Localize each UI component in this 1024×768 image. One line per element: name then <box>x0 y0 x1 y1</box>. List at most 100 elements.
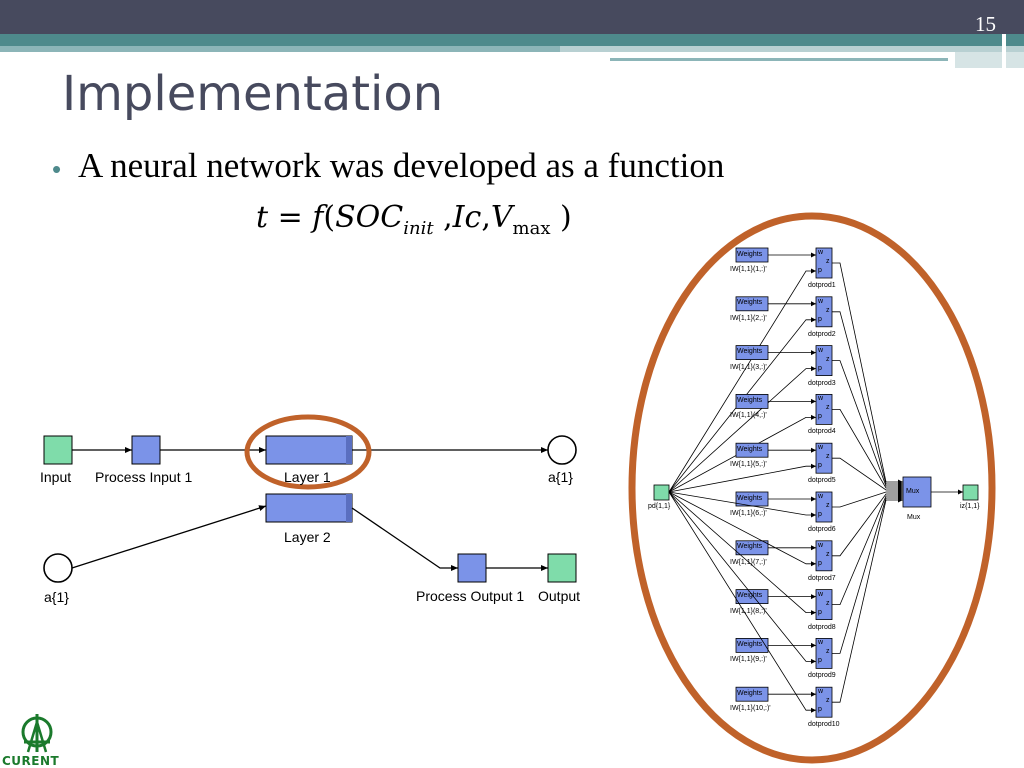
port-w: w <box>818 444 824 452</box>
input-connector <box>668 491 816 567</box>
iw-label: IW{1,1}(4,:)' <box>730 412 767 420</box>
port-w: w <box>818 590 824 598</box>
weights-block-text: Weights <box>737 640 763 648</box>
output-a1-label: a{1} <box>548 469 573 485</box>
iw-label: IW{1,1}(2,:)' <box>730 314 767 322</box>
mux-connector <box>832 457 903 493</box>
input-connector <box>668 463 816 493</box>
mux-block <box>902 476 932 508</box>
dotprod-label: dotprod3 <box>808 379 836 387</box>
input-connector <box>668 414 816 493</box>
network-highlight-ring <box>628 212 996 764</box>
port-z: z <box>826 599 830 607</box>
port-p: p <box>818 706 822 714</box>
input-connector <box>668 491 816 664</box>
port-z: z <box>826 697 830 705</box>
port-w: w <box>818 639 824 647</box>
mux-connector <box>832 311 903 487</box>
dotprod-label: dotprod6 <box>808 526 836 533</box>
process-output-block <box>457 553 487 583</box>
dotprod-label: dotprod5 <box>808 477 836 485</box>
eq-lhs: t <box>256 200 269 235</box>
port-p: p <box>818 413 822 421</box>
dotprod-label: dotprod2 <box>808 330 836 338</box>
port-w: w <box>818 346 824 354</box>
iw-label: IW{1,1}(9,:)' <box>730 656 767 664</box>
port-z: z <box>826 404 830 412</box>
weights-block-text: Weights <box>737 250 763 258</box>
input-port-block <box>43 435 73 465</box>
dotprod-label: dotprod10 <box>808 721 840 729</box>
header-decoration-line <box>610 58 948 61</box>
port-p: p <box>818 315 822 323</box>
mux-connector <box>832 495 903 654</box>
port-z: z <box>826 355 830 363</box>
eq-arg3-sub: max <box>512 218 551 239</box>
mux-connector <box>832 489 903 508</box>
process-input-block <box>131 435 161 465</box>
input-a1-label: a{1} <box>44 589 69 605</box>
dotprod-label: dotprod4 <box>808 428 836 436</box>
port-p: p <box>818 657 822 665</box>
eq-arg3: V <box>490 200 513 235</box>
header-decoration-block <box>955 52 1024 68</box>
port-z: z <box>826 258 830 265</box>
mux-connector <box>832 493 903 605</box>
port-w: w <box>818 493 824 500</box>
input-connector <box>668 268 816 493</box>
port-p: p <box>818 462 822 470</box>
output-port-block <box>547 553 577 583</box>
port-p: p <box>818 559 822 567</box>
iz-output-block <box>962 484 979 501</box>
mux-connector <box>832 491 903 557</box>
layer2-label: Layer 2 <box>284 529 331 545</box>
port-z: z <box>826 648 830 656</box>
port-z: z <box>826 453 830 461</box>
curent-logo <box>21 714 53 753</box>
iw-label: IW{1,1}(6,:)' <box>730 510 767 517</box>
equation: t = f(SOCinit ,Ic,Vmax ) <box>256 200 572 239</box>
from-a1-block <box>43 553 73 583</box>
bullet-text: A neural network was developed as a func… <box>78 146 725 185</box>
input-connector <box>668 491 816 518</box>
header-decoration-divider <box>1002 34 1006 72</box>
weights-block-text: Weights <box>737 445 763 453</box>
page-number: 15 <box>975 12 996 36</box>
port-w: w <box>818 688 824 696</box>
iz-output-label: iz{1,1} <box>960 503 980 510</box>
output-label: Output <box>538 588 581 604</box>
bullet-marker: • <box>52 154 62 184</box>
port-p: p <box>818 364 822 372</box>
mux-connector <box>832 360 903 489</box>
weights-block-text: Weights <box>737 299 763 307</box>
left-diagram <box>43 414 577 583</box>
header-stripe <box>0 34 1024 46</box>
right-diagram <box>628 212 996 764</box>
weights-block-text: Weights <box>737 494 763 502</box>
port-w: w <box>818 541 824 549</box>
iw-label: IW{1,1}(3,:)' <box>730 363 767 371</box>
layer2-block <box>265 493 353 523</box>
layer1-block <box>265 435 353 465</box>
input-connector <box>668 491 816 713</box>
iw-label: IW{1,1}(5,:)' <box>730 461 767 469</box>
port-z: z <box>826 306 830 314</box>
dotprod-label: dotprod9 <box>808 672 836 680</box>
mux-connector <box>832 497 903 703</box>
process-input-label: Process Input 1 <box>95 469 193 485</box>
weights-block-text: Weights <box>737 543 763 551</box>
port-p: p <box>818 608 822 616</box>
mux-label: Mux <box>907 514 921 521</box>
weights-block-text: Weights <box>737 592 763 600</box>
input-connector <box>668 317 816 493</box>
iw-label: IW{1,1}(7,:)' <box>730 558 767 566</box>
iw-label: IW{1,1}(8,:)' <box>730 607 767 615</box>
port-z: z <box>826 550 830 558</box>
eq-arg1-sub: init <box>403 218 434 239</box>
process-output-label: Process Output 1 <box>416 588 525 604</box>
header-stripe-light <box>0 46 700 52</box>
port-w: w <box>818 297 824 305</box>
pd-input-block <box>653 484 670 501</box>
port-w: w <box>818 249 824 256</box>
